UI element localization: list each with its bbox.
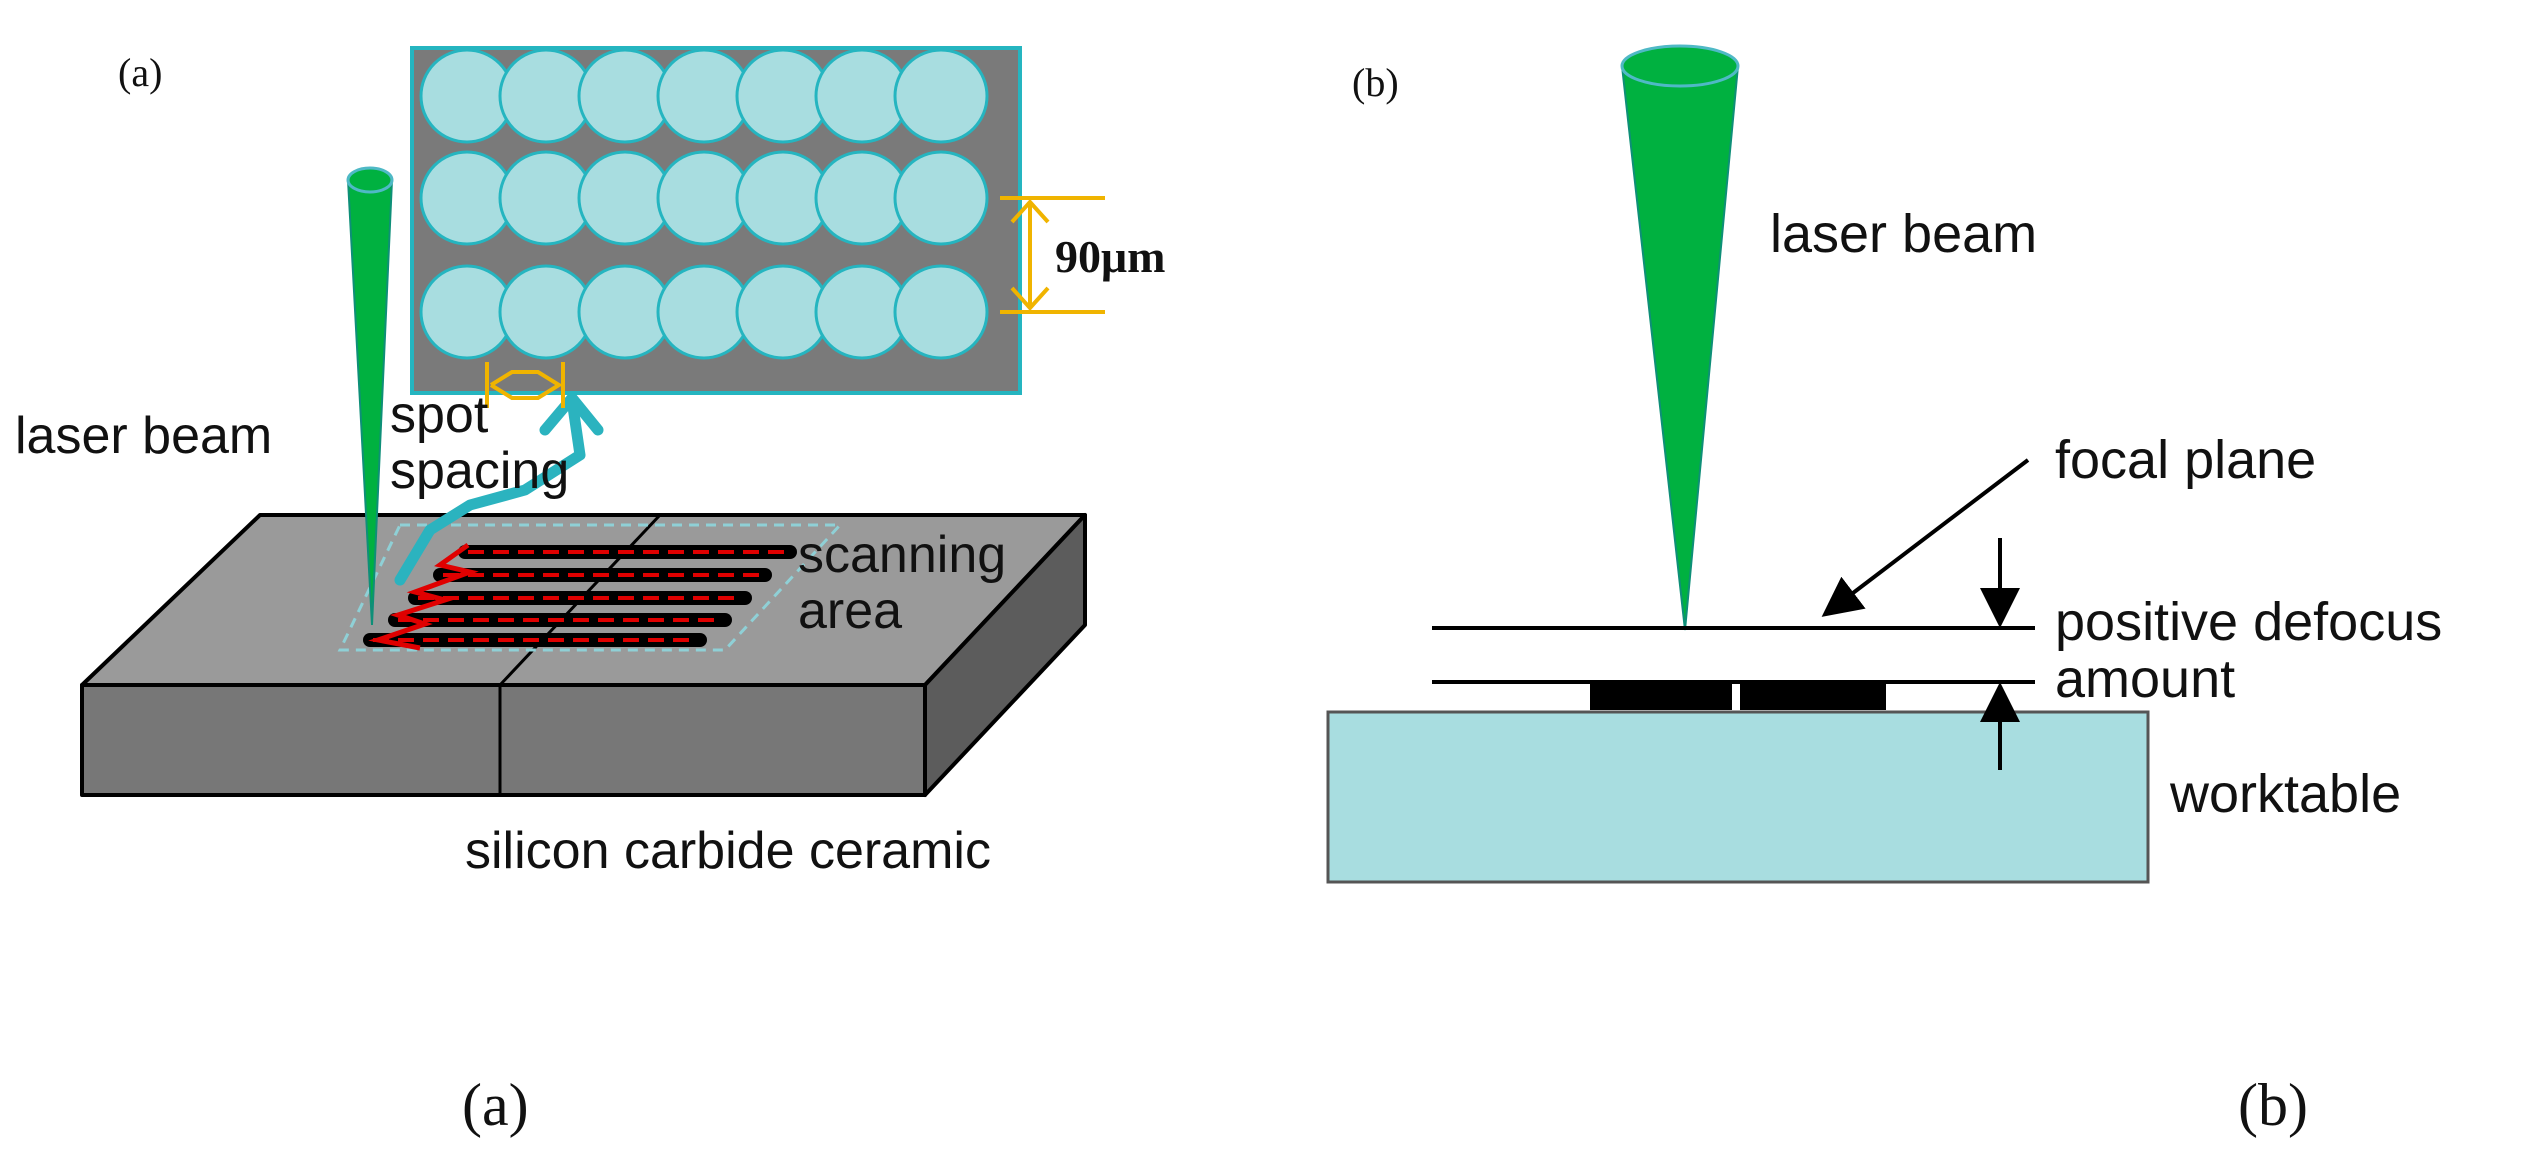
panel-a: (a) (15, 46, 1165, 1138)
panel-a-caption: (a) (462, 1072, 529, 1138)
laser-aperture-a (346, 166, 394, 194)
laser-beam-label-b: laser beam (1770, 204, 2037, 264)
laser-cone-b (1620, 65, 1740, 631)
panel-b: (b) laser beam focal plane positive defo… (1326, 44, 2457, 1138)
spot-spacing-label-line1: spot (390, 386, 489, 444)
laser-beam-b (1620, 44, 1740, 631)
magnify-arrow (394, 392, 604, 586)
worktable-label: worktable (2169, 764, 2401, 824)
laser-spot (893, 264, 989, 360)
workpiece-right (1740, 682, 1886, 710)
scan-zigzag (368, 542, 479, 651)
scanning-area-label: scanning area (798, 526, 1021, 640)
scanning-area-label-line2: area (798, 582, 902, 640)
magnify-arrow-head (539, 392, 604, 436)
spot-spacing-bracket (489, 370, 563, 400)
dimension-arrow-bottom (1010, 286, 1050, 311)
panel-b-tag: (b) (1352, 60, 1399, 105)
magnify-arrow-shaft (394, 394, 586, 586)
silicon-carbide-ceramic-label: silicon carbide ceramic (465, 822, 991, 880)
focal-plane-label: focal plane (2055, 430, 2316, 490)
ceramic-side-face (923, 513, 1087, 797)
laser-aperture-b (1620, 44, 1740, 88)
worktable (1326, 710, 2150, 884)
row-spacing-dimension (1000, 196, 1105, 314)
scanning-area (337, 523, 844, 652)
panel-b-caption: (b) (2238, 1072, 2308, 1138)
spot-spacing-dimension (485, 362, 565, 408)
laser-beam-label-a: laser beam (15, 407, 272, 465)
spot-spacing-label: spot spacing (390, 386, 569, 500)
spot-inset (410, 46, 1022, 395)
spot-spacing-label-line2: spacing (390, 442, 569, 500)
focal-plane-arrow (1821, 458, 2030, 617)
dimension-label-90um: 90μm (1055, 231, 1165, 282)
laser-spot (893, 150, 989, 246)
scanning-area-label-line1: scanning (798, 526, 1006, 584)
panel-a-tag: (a) (118, 50, 162, 95)
defocus-label-line2: amount (2055, 649, 2235, 709)
scan-path-red (373, 550, 785, 642)
laser-beam-a (346, 166, 394, 626)
workpiece-left (1590, 682, 1732, 710)
ceramic-front-face (80, 683, 927, 797)
defocus-label-line1: positive defocus (2055, 592, 2442, 652)
spot-grid (419, 48, 989, 360)
laser-spot (893, 48, 989, 144)
defocus-label: positive defocus amount (2055, 592, 2457, 709)
scanning-area-outline (337, 523, 844, 652)
dimension-arrow-top (1010, 199, 1050, 224)
